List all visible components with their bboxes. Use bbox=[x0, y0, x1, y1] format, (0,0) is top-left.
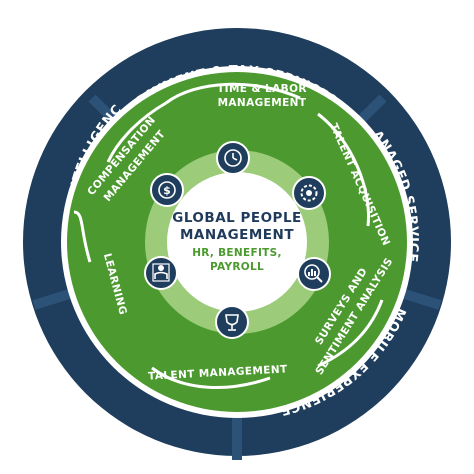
magnifier-chart-icon bbox=[297, 257, 331, 291]
learning-icon bbox=[144, 256, 178, 290]
segment-dividers bbox=[73, 82, 384, 389]
center-title-line1: GLOBAL PEOPLE bbox=[172, 210, 302, 226]
center-sub-line2: PAYROLL bbox=[210, 261, 264, 273]
trophy-icon bbox=[215, 305, 249, 339]
segment-label-time-1: TIME & LABOR bbox=[217, 83, 307, 95]
clock-icon bbox=[216, 141, 250, 175]
segment-label-time-2: MANAGEMENT bbox=[218, 97, 307, 109]
center-title-line2: MANAGEMENT bbox=[180, 227, 294, 243]
center-sub-line1: HR, BENEFITS, bbox=[192, 247, 282, 259]
center-disc bbox=[167, 172, 307, 312]
money-icon: $ bbox=[150, 173, 184, 207]
gear-people-icon bbox=[292, 176, 326, 210]
svg-text:$: $ bbox=[163, 184, 171, 197]
